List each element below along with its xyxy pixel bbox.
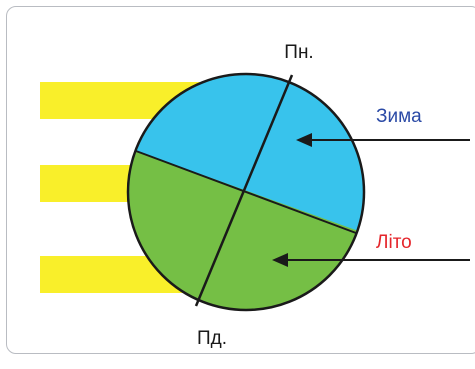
summer-label: Літо <box>376 232 412 253</box>
south-pole-label: Пд. <box>197 328 227 349</box>
winter-label: Зима <box>376 106 422 127</box>
north-pole-label: Пн. <box>284 42 313 63</box>
